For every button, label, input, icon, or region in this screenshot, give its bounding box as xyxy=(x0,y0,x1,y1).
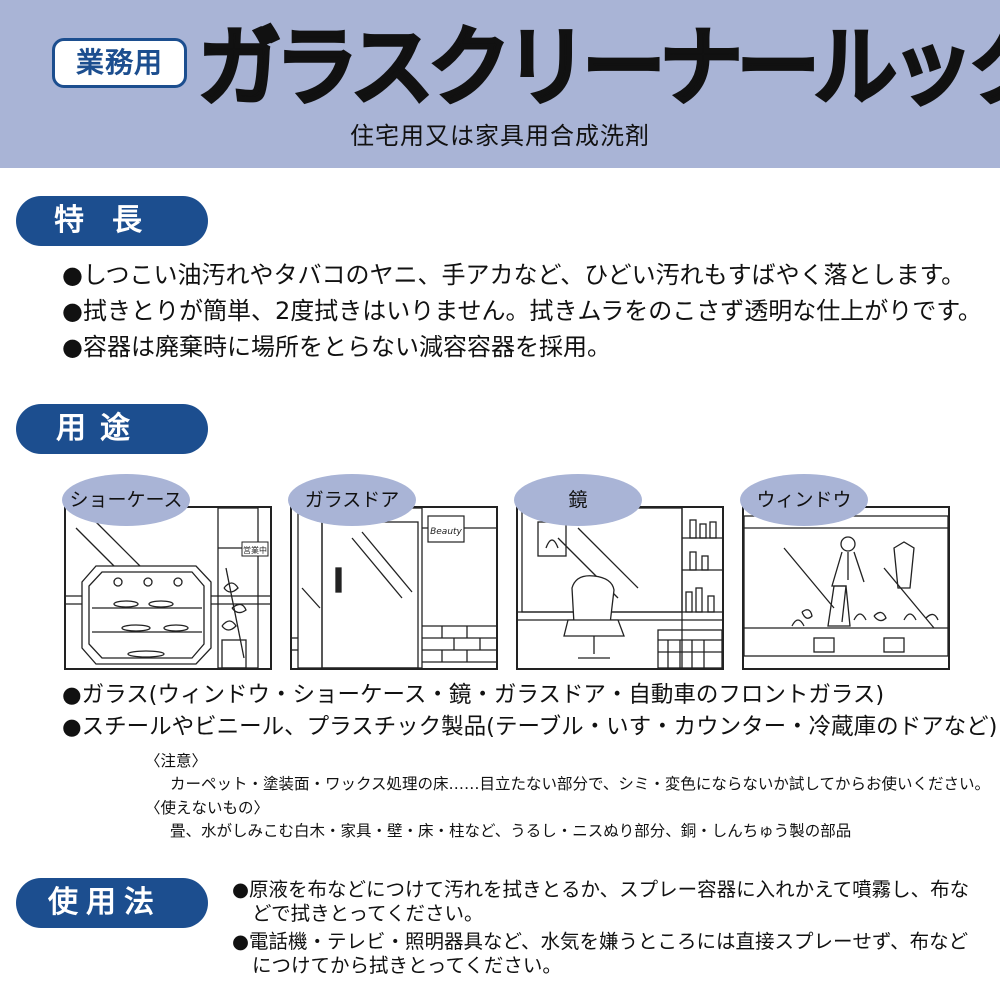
caution-text: カーペット・塗装面・ワックス処理の床……目立たない部分で、シミ・変色にならないか… xyxy=(170,775,990,793)
feature-item-1: ●しつこい油汚れやタバコのヤニ、手アカなど、ひどい汚れもすばやく落とします。 xyxy=(62,261,966,289)
glass-door-illustration: Beauty xyxy=(290,506,498,670)
use-label-mirror: 鏡 xyxy=(514,474,642,526)
product-title: ガラスクリーナールック xyxy=(197,17,1000,120)
product-subtitle: 住宅用又は家具用合成洗剤 xyxy=(350,122,650,150)
unusable-text: 畳、水がしみこむ白木・家具・壁・床・柱など、うるし・ニスぬり部分、銅・しんちゅう… xyxy=(170,822,852,840)
mirror-illustration xyxy=(516,506,724,670)
howto-item-1-line1: ●原液を布などにつけて汚れを拭きとるか、スプレー容器に入れかえて噴霧し、布な xyxy=(232,878,970,901)
uses-heading: 用途 xyxy=(16,404,208,454)
window-illustration xyxy=(742,506,950,670)
open-sign-text: 営業中 xyxy=(243,545,267,555)
howto-item-2-line2: につけてから拭きとってください。 xyxy=(252,954,562,977)
use-item-plastic: ●スチールやビニール、プラスチック製品(テーブル・いす・カウンター・冷蔵庫のドア… xyxy=(62,714,998,740)
features-heading: 特長 xyxy=(16,196,208,246)
beauty-sign-text: Beauty xyxy=(430,527,462,537)
feature-item-3: ●容器は廃棄時に場所をとらない減容容器を採用。 xyxy=(62,333,611,361)
glass-door-drawing: Beauty xyxy=(292,508,496,668)
showcase-drawing: 営業中 xyxy=(66,508,270,668)
howto-heading: 使用法 xyxy=(16,878,208,928)
howto-item-2-line1: ●電話機・テレビ・照明器具など、水気を嫌うところには直接スプレーせず、布など xyxy=(232,930,969,953)
use-label-showcase: ショーケース xyxy=(62,474,190,526)
window-drawing xyxy=(744,515,948,657)
business-use-badge: 業務用 xyxy=(52,38,187,88)
mirror-drawing xyxy=(518,508,722,668)
showcase-illustration: 営業中 xyxy=(64,506,272,670)
use-label-window: ウィンドウ xyxy=(740,474,868,526)
unusable-heading: 〈使えないもの〉 xyxy=(145,799,270,817)
howto-item-1-line2: どで拭きとってください。 xyxy=(252,902,484,925)
use-item-glass: ●ガラス(ウィンドウ・ショーケース・鏡・ガラスドア・自動車のフロントガラス) xyxy=(62,682,885,708)
caution-heading: 〈注意〉 xyxy=(145,752,208,770)
use-label-glass-door: ガラスドア xyxy=(288,474,416,526)
feature-item-2: ●拭きとりが簡単、2度拭きはいりません。拭きムラをのこさず透明な仕上がりです。 xyxy=(62,297,982,325)
